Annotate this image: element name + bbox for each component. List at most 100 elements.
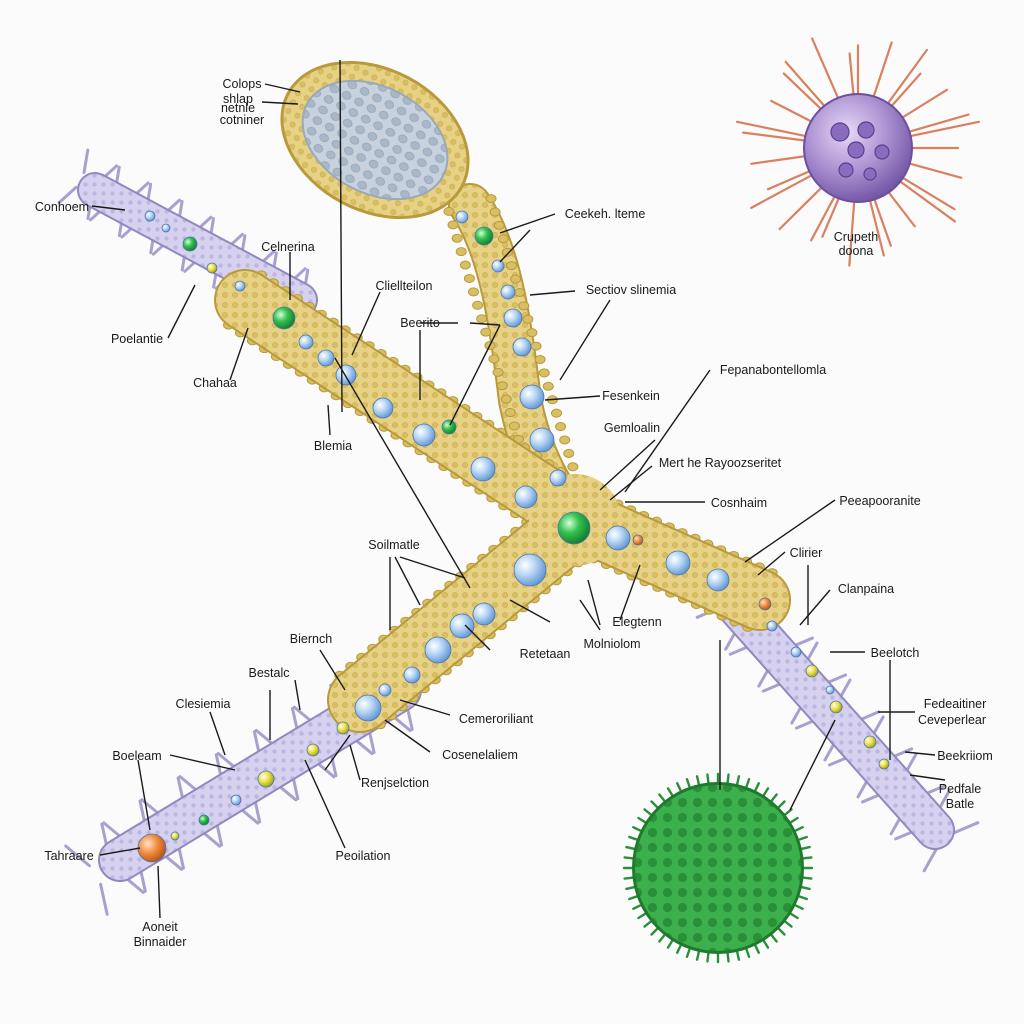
- label-colops-2: shlap: [223, 92, 253, 106]
- vesicle-42: [758, 597, 772, 611]
- vesicle-32: [529, 427, 555, 453]
- label-batle: Batle: [946, 797, 975, 811]
- leader-lines: [91, 59, 946, 919]
- label-peoilation: Peoilation: [336, 849, 391, 863]
- label-aoneit: Aoneit: [142, 920, 178, 934]
- vesicle-9: [372, 397, 394, 419]
- vesicle-34: [455, 210, 469, 224]
- vesicle-44: [790, 646, 802, 658]
- spiky-virus: [736, 37, 980, 267]
- label-crupeth: Crupeth: [834, 230, 879, 244]
- label-conhoem: Conhoem: [35, 200, 89, 214]
- label-molniolom: Molniolom: [584, 637, 641, 651]
- vesicle-28: [500, 284, 516, 300]
- vesicle-2: [206, 262, 218, 274]
- label-cosenelaliem: Cosenelaliem: [442, 748, 518, 762]
- label-celnerina: Celnerina: [261, 240, 315, 254]
- label-cemeroriliant: Cemeroriliant: [459, 712, 534, 726]
- vesicle-19: [513, 553, 547, 587]
- label-cosnhaim: Cosnhaim: [711, 496, 767, 510]
- vesicle-41: [137, 833, 167, 863]
- vesicle-10: [412, 423, 436, 447]
- label-clesiemia: Clesiemia: [176, 697, 231, 711]
- label-colops-4: cotniner: [220, 113, 264, 127]
- label-chahaa: Chahaa: [193, 376, 237, 390]
- label-boeleam: Boeleam: [112, 749, 161, 763]
- vesicle-14: [557, 511, 591, 545]
- label-retetaan: Retetaan: [520, 647, 571, 661]
- vesicle-40: [170, 831, 180, 841]
- vesicle-13: [514, 485, 538, 509]
- label-elegtenn: Elegtenn: [612, 615, 661, 629]
- label-beelotch: Beelotch: [871, 646, 920, 660]
- vesicle-5: [272, 306, 296, 330]
- vesicle-27: [491, 259, 505, 273]
- label-peeapooranite: Peeapooranite: [839, 494, 920, 508]
- label-colops-3: netnle: [221, 101, 255, 115]
- vesicle-6: [298, 334, 314, 350]
- label-poelantie: Poelantie: [111, 332, 163, 346]
- label-ceekeh-lteme: Ceekeh. lteme: [565, 207, 646, 221]
- vesicle-38: [230, 794, 242, 806]
- vesicle-12: [470, 456, 496, 482]
- vesicle-15: [605, 525, 631, 551]
- labels: Colops shlap netnle cotniner Conhoem Cel…: [35, 77, 993, 949]
- label-clirier: Clirier: [790, 546, 823, 560]
- label-sectiov-slinemia: Sectiov slinemia: [586, 283, 676, 297]
- vesicle-37: [257, 770, 275, 788]
- vesicle-33: [549, 469, 567, 487]
- vesicle-30: [512, 337, 532, 357]
- spiny-arm-lower-right: [695, 567, 980, 873]
- label-fesenkein: Fesenkein: [602, 389, 660, 403]
- oocyte-loop: [280, 60, 582, 522]
- vesicle-0: [144, 210, 156, 222]
- label-gemloalin: Gemloalin: [604, 421, 660, 435]
- vesicle-18: [706, 568, 730, 592]
- label-ceveperlear: Ceveperlear: [918, 713, 986, 727]
- label-tahraare: Tahraare: [44, 849, 93, 863]
- vesicle-31: [519, 384, 545, 410]
- label-fepanabontellomla: Fepanabontellomla: [720, 363, 826, 377]
- label-beekriiom: Beekriiom: [937, 749, 993, 763]
- label-colops-1: Colops: [223, 77, 262, 91]
- vesicle-45: [805, 664, 819, 678]
- vesicle-20: [472, 602, 496, 626]
- vesicle-11: [441, 419, 457, 435]
- vesicle-49: [825, 685, 835, 695]
- label-bestalc: Bestalc: [249, 666, 290, 680]
- label-biernch: Biernch: [290, 632, 332, 646]
- vesicle-35: [336, 721, 350, 735]
- label-doona: doona: [839, 244, 874, 258]
- label-blemia: Blemia: [314, 439, 352, 453]
- vesicle-47: [863, 735, 877, 749]
- vesicle-48: [878, 758, 890, 770]
- vesicle-36: [306, 743, 320, 757]
- vesicle-22: [424, 636, 452, 664]
- vesicle-4: [161, 223, 171, 233]
- vesicle-1: [182, 236, 198, 252]
- vesicle-39: [198, 814, 210, 826]
- label-clanpaina: Clanpaina: [838, 582, 894, 596]
- label-fedeaitiner: Fedeaitiner: [924, 697, 987, 711]
- vesicle-21: [449, 613, 475, 639]
- label-mert-he-rayoozseritet: Mert he Rayoozseritet: [659, 456, 782, 470]
- label-cliellteilon: Cliellteilon: [376, 279, 433, 293]
- green-sphere: [622, 772, 814, 964]
- vesicle-8: [335, 364, 357, 386]
- label-binnaider: Binnaider: [134, 935, 187, 949]
- vesicle-24: [354, 694, 382, 722]
- label-pedfale: Pedfale: [939, 782, 981, 796]
- label-beerito: Beerito: [400, 316, 440, 330]
- vesicle-46: [829, 700, 843, 714]
- vesicle-7: [317, 349, 335, 367]
- vesicle-17: [665, 550, 691, 576]
- vesicle-29: [503, 308, 523, 328]
- vesicle-3: [234, 280, 246, 292]
- vesicle-25: [378, 683, 392, 697]
- vesicle-23: [403, 666, 421, 684]
- vesicle-43: [766, 620, 778, 632]
- vesicle-16: [632, 534, 644, 546]
- label-renjselction: Renjselction: [361, 776, 429, 790]
- label-soilmatle: Soilmatle: [368, 538, 419, 552]
